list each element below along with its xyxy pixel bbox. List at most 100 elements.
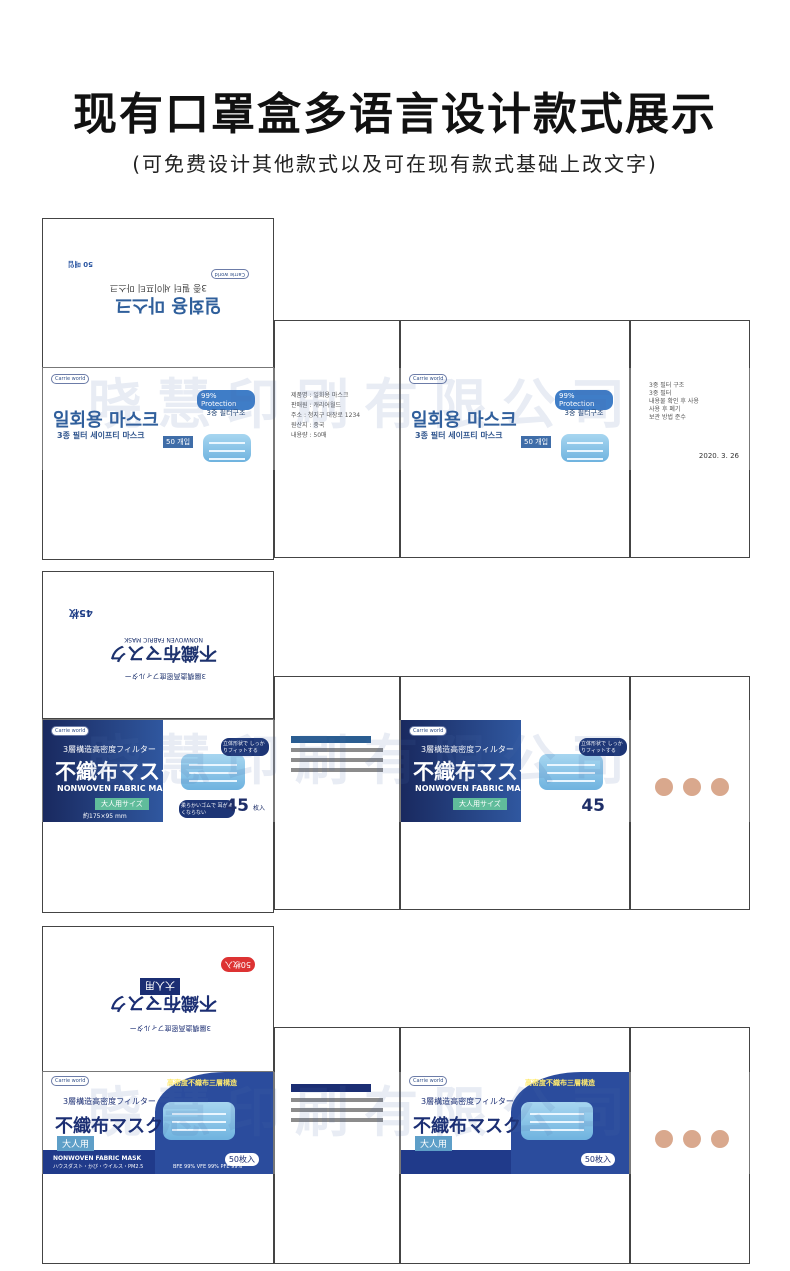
blue-size-label: 大人用 <box>57 1136 95 1151</box>
japanese-front-panel: Carrie world 3層構造高密度フィルター 不織布マスク NONWOVE… <box>42 719 274 823</box>
blue-right-bottom-tab <box>400 1174 630 1264</box>
korean-info-line: 제품명 : 일회용 마스크 <box>291 392 349 399</box>
blue-banner-copy: 高密度不織布三層構造 <box>525 1079 595 1087</box>
face-icon <box>653 776 675 798</box>
japanese-product-name: 不織布マスク <box>55 760 181 784</box>
japanese-top-line: 3層構造高密度フィルター <box>124 672 206 680</box>
japanese-top-line-copy: 3層構造高密度フィルター <box>421 745 514 754</box>
japanese-info-line-bar <box>291 768 383 772</box>
japanese-count: 45 <box>225 796 249 816</box>
korean-top-product: 일회용 마스크 <box>115 294 221 315</box>
blue-brand: Carrie world <box>51 1076 90 1086</box>
blue-english-name: NONWOVEN FABRIC MASK <box>53 1155 142 1162</box>
blue-center-top-tab <box>274 1027 400 1072</box>
blue-count: 50枚入 <box>224 1153 259 1166</box>
japanese-top-flipped: 45枚 不織布マスク NONWOVEN FABRIC MASK 3層構造高密度フ… <box>67 607 251 687</box>
korean-top-brand: Carrie world <box>210 269 249 279</box>
japanese-callout-copy: 立体形状で しっかりフィットする <box>579 738 627 756</box>
korean-brand-copy: Carrie world <box>409 374 448 384</box>
blue-side-bottom-tab <box>630 1174 750 1264</box>
korean-info-line: 판매원 : 캐리어월드 <box>291 402 341 409</box>
japanese-center-top-tab <box>274 676 400 720</box>
japanese-mask-image <box>181 754 245 790</box>
blue-mask-copy <box>521 1102 593 1140</box>
blue-front-panel-copy: Carrie world 3層構造高密度フィルター 不織布マスク 大人用 高密度… <box>400 1071 630 1175</box>
japanese-bottom-panel <box>42 822 274 913</box>
japanese-soft-note: 柔らかいゴムで 耳が痛くならない <box>179 800 235 818</box>
japanese-callout: 立体形状で しっかりフィットする <box>221 738 269 756</box>
japanese-front-panel-copy: Carrie world 3層構造高密度フィルター 不織布マスク NONWOVE… <box>400 719 630 823</box>
blue-info-line-bar <box>291 1118 383 1122</box>
japanese-side-bottom-tab <box>630 822 750 910</box>
korean-mask-copy <box>561 434 609 462</box>
blue-top-size: 大人用 <box>140 978 180 995</box>
blue-side-top-tab <box>630 1027 750 1072</box>
korean-date: 2020. 3. 26 <box>698 452 739 460</box>
blue-top-line: 3層構造高密度フィルター <box>129 1024 211 1032</box>
blue-right-top-tab <box>400 1027 630 1072</box>
japanese-center-bottom-tab <box>274 822 400 910</box>
face-icon <box>681 1128 703 1150</box>
korean-count-copy: 50 개입 <box>521 436 552 448</box>
korean-side-line: 보관 방법 준수 <box>649 414 686 421</box>
korean-mask-image <box>203 434 251 462</box>
korean-protection-badge: 99% Protection <box>197 390 255 410</box>
page-title: 现有口罩盒多语言设计款式展示 <box>73 89 717 140</box>
blue-top-line-front: 3層構造高密度フィルター <box>63 1097 156 1106</box>
japanese-side-panel <box>630 719 750 823</box>
korean-side-line: 3중 필터 구조 <box>649 382 685 389</box>
korean-side-line: 사용 후 폐기 <box>649 406 681 413</box>
japanese-side-top-tab <box>630 676 750 720</box>
korean-product-name: 일회용 마스크 <box>53 410 159 431</box>
korean-info-line: 주소 : 청지구 대장로 1234 <box>291 412 361 419</box>
blue-mask-image <box>163 1102 235 1140</box>
korean-right-bottom-tab <box>630 470 750 558</box>
korean-top-subtitle: 3종 필터 세이프티 마스크 <box>109 282 207 292</box>
blue-info-panel <box>274 1071 400 1175</box>
blue-front-panel: Carrie world 3層構造高密度フィルター 不織布マスク 大人用 高密度… <box>42 1071 274 1175</box>
blue-filter-note: BFE 99% VFE 99% PFE 99% <box>173 1164 243 1170</box>
japanese-size-value: 約175×95 mm <box>83 813 127 820</box>
japanese-brand: Carrie world <box>51 726 90 736</box>
korean-product-copy: 일회용 마스크 <box>411 410 517 431</box>
korean-filter-note: 3중 필터구조 <box>206 409 246 417</box>
blue-top-line-copy: 3層構造高密度フィルター <box>421 1097 514 1106</box>
blue-sub-small: ハウスダスト・かび・ウイルス・PM2.5 <box>53 1164 144 1170</box>
japanese-count-unit: 枚入 <box>252 805 265 812</box>
japanese-top-small: NONWOVEN FABRIC MASK <box>124 636 203 643</box>
blue-center-bottom-tab <box>274 1174 400 1264</box>
japanese-top-name: 不織布マスク <box>109 642 217 663</box>
blue-top-count: 50枚入 <box>220 957 255 972</box>
korean-info-line: 내용량 : 50매 <box>291 432 327 439</box>
blue-side-panel <box>630 1071 750 1175</box>
korean-center-bottom-tab <box>400 470 630 558</box>
japanese-count-copy: 45 <box>581 796 605 816</box>
japanese-size-copy: 大人用サイズ <box>453 798 507 810</box>
korean-info-panel: 제품명 : 일회용 마스크 판매원 : 캐리어월드 주소 : 청지구 대장로 1… <box>274 367 400 471</box>
japanese-english-copy: NONWOVEN FABRIC MASK <box>415 784 533 793</box>
japanese-top-line-front: 3層構造高密度フィルター <box>63 745 156 754</box>
korean-side-line: 내용물 확인 후 사용 <box>649 398 699 405</box>
blue-size-copy: 大人用 <box>415 1136 453 1151</box>
korean-info-line: 원산지 : 중국 <box>291 422 325 429</box>
korean-front-panel: Carrie world 99% Protection 일회용 마스크 3종 필… <box>42 367 274 471</box>
face-icon <box>653 1128 675 1150</box>
blue-info-line-bar <box>291 1108 383 1112</box>
blue-box-top-flap: 50枚入 不織布マスク 大人用 3層構造高密度フィルター <box>42 926 274 1072</box>
blue-brand-copy: Carrie world <box>409 1076 448 1086</box>
korean-count-text: 50 개입 <box>163 436 194 448</box>
korean-right-top-tab <box>630 320 750 368</box>
korean-bottom-tab <box>274 470 400 558</box>
japanese-right-top-tab <box>400 676 630 720</box>
korean-bottom-panel <box>42 470 274 560</box>
blue-count-copy: 50枚入 <box>580 1153 615 1166</box>
blue-info-header <box>291 1084 371 1092</box>
japanese-info-header <box>291 736 371 743</box>
korean-box-top-flap: 50 매입 일회용 마스크 3종 필터 세이프티 마스크 Carrie worl… <box>42 218 274 368</box>
japanese-mask-copy <box>539 754 603 790</box>
korean-side-panel: 3중 필터 구조 3중 필터 내용물 확인 후 사용 사용 후 폐기 보관 방법… <box>630 367 750 471</box>
korean-top-flipped: 50 매입 일회용 마스크 3종 필터 세이프티 마스크 Carrie worl… <box>67 260 251 337</box>
face-icon <box>709 1128 731 1150</box>
page-subtitle: (可免费设计其他款式以及可在现有款式基础上改文字) <box>132 152 658 176</box>
korean-product-subtitle: 3종 필터 세이프티 마스크 <box>57 431 145 440</box>
